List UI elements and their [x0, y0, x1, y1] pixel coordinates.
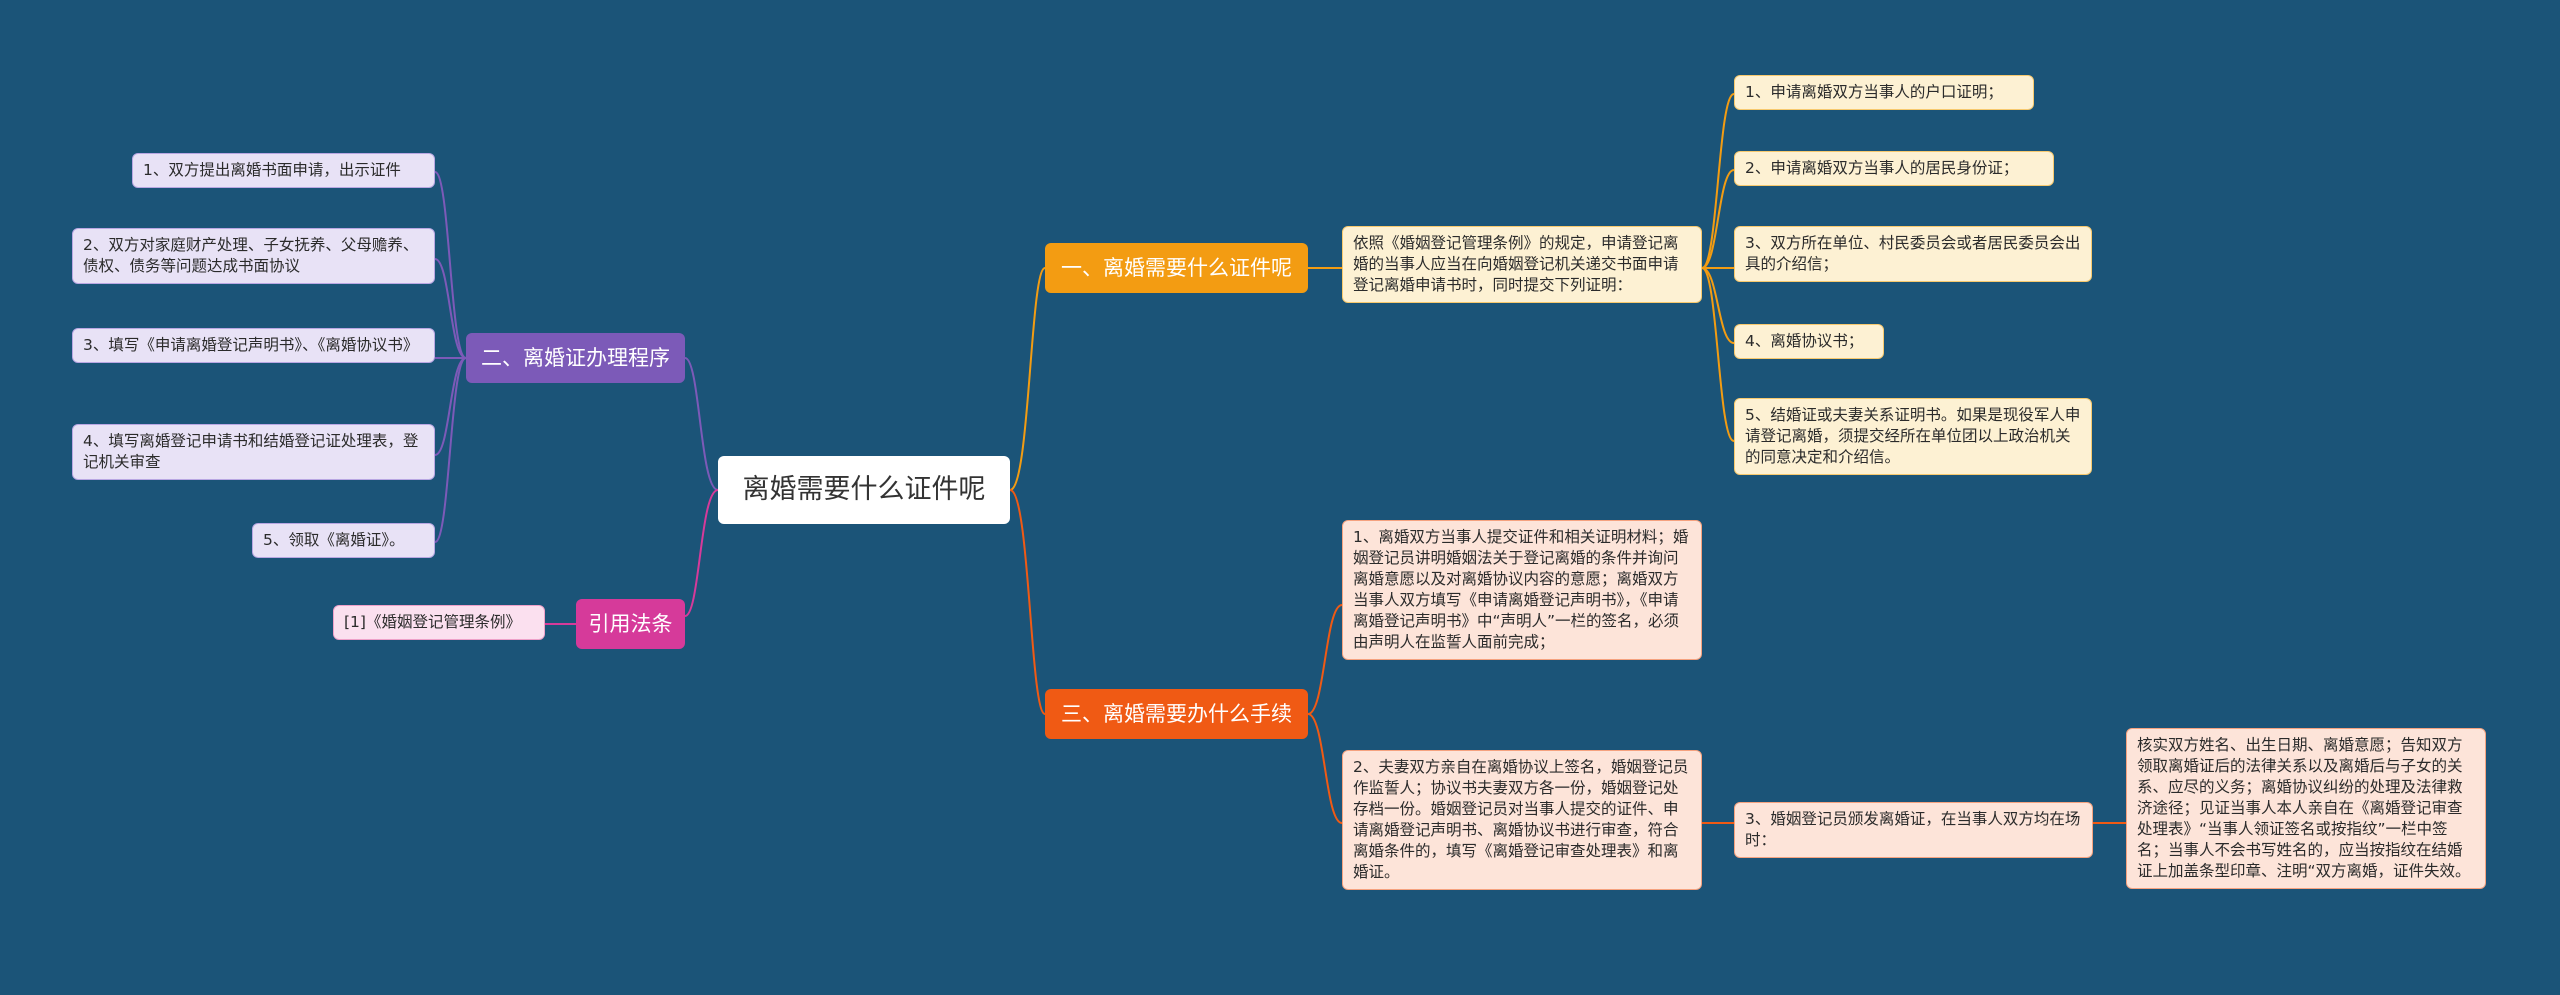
documents-item-4[interactable]: 4、离婚协议书；: [1734, 324, 1884, 359]
process-step-3[interactable]: 3、填写《申请离婚登记声明书》、《离婚协议书》: [72, 328, 435, 363]
reference-item[interactable]: [1]《婚姻登记管理条例》: [333, 605, 545, 640]
process-step-2[interactable]: 2、双方对家庭财产处理、子女抚养、父母赡养、债权、债务等问题达成书面协议: [72, 228, 435, 284]
documents-item-2[interactable]: 2、申请离婚双方当事人的居民身份证；: [1734, 151, 2054, 186]
procedures-item-2[interactable]: 2、夫妻双方亲自在离婚协议上签名，婚姻登记员作监誓人；协议书夫妻双方各一份，婚姻…: [1342, 750, 1702, 890]
process-step-5[interactable]: 5、领取《离婚证》。: [252, 523, 435, 558]
branch-process[interactable]: 二、离婚证办理程序: [466, 333, 685, 383]
process-step-1[interactable]: 1、双方提出离婚书面申请，出示证件: [132, 153, 435, 188]
root-topic[interactable]: 离婚需要什么证件呢: [718, 456, 1010, 524]
procedures-item-3[interactable]: 3、婚姻登记员颁发离婚证，在当事人双方均在场时：: [1734, 802, 2093, 858]
branch-procedures[interactable]: 三、离婚需要办什么手续: [1045, 689, 1308, 739]
branch-documents[interactable]: 一、离婚需要什么证件呢: [1045, 243, 1308, 293]
documents-intro[interactable]: 依照《婚姻登记管理条例》的规定，申请登记离婚的当事人应当在向婚姻登记机关递交书面…: [1342, 226, 1702, 303]
procedures-detail[interactable]: 核实双方姓名、出生日期、离婚意愿；告知双方领取离婚证后的法律关系以及离婚后与子女…: [2126, 728, 2486, 889]
process-step-4[interactable]: 4、填写离婚登记申请书和结婚登记证处理表，登记机关审查: [72, 424, 435, 480]
procedures-item-1[interactable]: 1、离婚双方当事人提交证件和相关证明材料；婚姻登记员讲明婚姻法关于登记离婚的条件…: [1342, 520, 1702, 660]
documents-item-3[interactable]: 3、双方所在单位、村民委员会或者居民委员会出具的介绍信；: [1734, 226, 2092, 282]
branch-references[interactable]: 引用法条: [576, 599, 685, 649]
documents-item-5[interactable]: 5、结婚证或夫妻关系证明书。如果是现役军人申请登记离婚，须提交经所在单位团以上政…: [1734, 398, 2092, 475]
documents-item-1[interactable]: 1、申请离婚双方当事人的户口证明；: [1734, 75, 2034, 110]
